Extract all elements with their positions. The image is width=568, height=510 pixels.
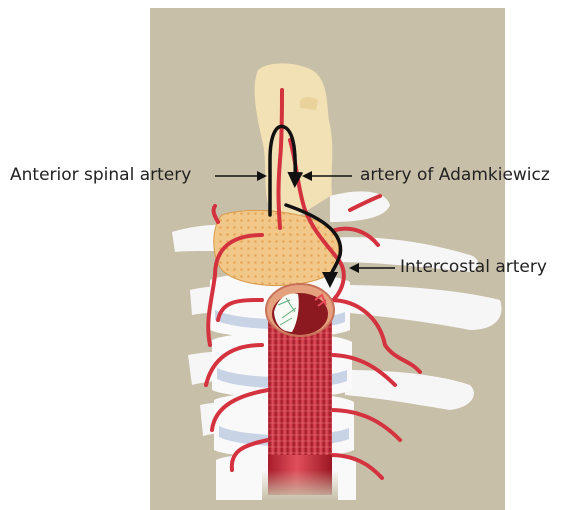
label-artery-of-adamkiewicz: artery of Adamkiewicz (360, 165, 550, 185)
label-anterior-spinal-artery: Anterior spinal artery (10, 165, 191, 185)
aorta (262, 284, 338, 500)
label-intercostal-artery: Intercostal artery (400, 257, 547, 277)
